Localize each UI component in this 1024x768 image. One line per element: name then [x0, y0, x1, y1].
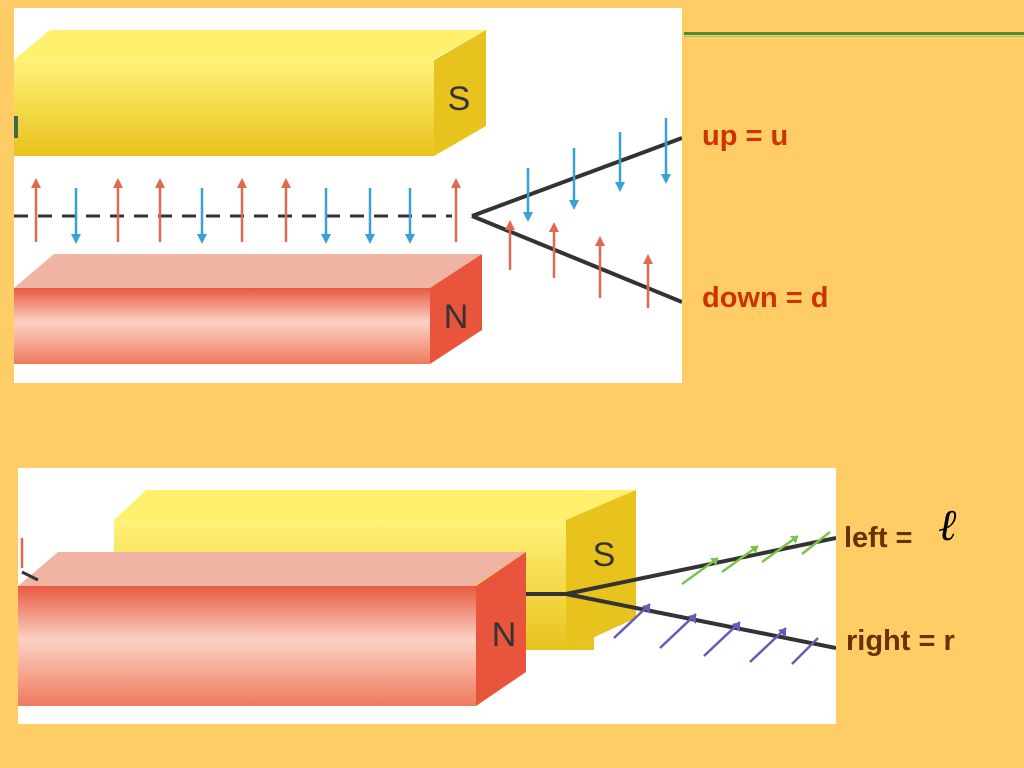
n-pole-label: N [444, 298, 469, 336]
beam-right [565, 592, 836, 650]
spin-arrows-up-beam [523, 118, 671, 222]
left-label: left = [844, 522, 913, 554]
beam-left [565, 536, 836, 596]
spin-arrows-left-beam [681, 531, 831, 586]
n-magnet-end [430, 254, 482, 364]
s-magnet-top-2 [114, 490, 636, 520]
bottom-diagram-svg: S N [18, 490, 836, 706]
top-diagram-svg: S N [14, 30, 682, 364]
n-pole-label-2: N [492, 616, 517, 654]
spin-arrowheads-left-beam [710, 536, 798, 566]
up-label: up = u [702, 120, 789, 152]
right-label: right = r [846, 625, 955, 657]
spin-arrowheads-right-beam [642, 604, 786, 638]
s-magnet-top [14, 30, 486, 60]
spin-arrows-incoming [31, 178, 461, 244]
n-magnet-body-2 [18, 586, 476, 706]
top-diagram-panel: S N [14, 8, 682, 383]
n-magnet-top-2 [18, 552, 526, 586]
spin-arrows-down-beam [505, 220, 653, 308]
header-rule-thin [684, 36, 1024, 37]
n-magnet-body [14, 288, 430, 364]
header-rule [684, 32, 1024, 35]
n-magnet-top [14, 254, 482, 288]
s-pole-label-2: S [593, 536, 616, 574]
down-label: down = d [702, 282, 829, 314]
n-magnet-end-2 [476, 552, 526, 706]
spin-arrows-right-beam [613, 603, 819, 665]
s-magnet-body [14, 60, 434, 156]
s-magnet-end [434, 30, 486, 156]
s-pole-label: S [448, 80, 471, 118]
s-magnet-end-2 [566, 490, 636, 650]
ell-symbol: ℓ [938, 500, 957, 551]
beam-up [471, 136, 682, 218]
bottom-diagram-panel: S N [18, 468, 836, 724]
